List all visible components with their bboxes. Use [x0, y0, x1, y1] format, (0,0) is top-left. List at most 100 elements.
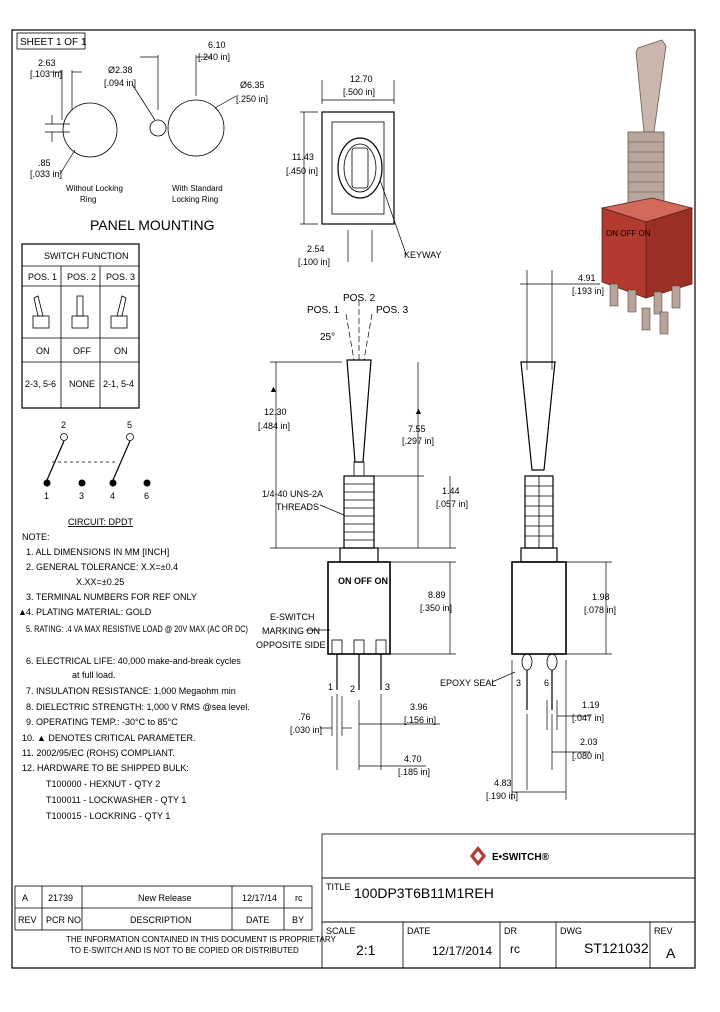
keyway-mm: 2.54	[307, 244, 325, 254]
panel-hole-left	[62, 102, 118, 158]
body-h-mm: 8.89	[428, 590, 446, 600]
top-w-in: [.500 in]	[343, 87, 375, 97]
rev-header-desc: DESCRIPTION	[130, 915, 192, 925]
sheet-label-box	[16, 32, 86, 50]
h2-marker: ▲	[414, 406, 423, 416]
dim-d-in: [.250 in]	[236, 94, 268, 104]
note-12: 12. HARDWARE TO BE SHIPPED BULK:	[22, 763, 189, 773]
note-1: 1. ALL DIMENSIONS IN MM [INCH]	[26, 547, 169, 557]
logo-text: E•SWITCH®	[492, 852, 550, 863]
rev-row-rev: A	[22, 893, 28, 903]
s1-mm: 1.98	[592, 592, 610, 602]
note-7: 7. INSULATION RESISTANCE: 1,000 Megaohm …	[26, 686, 236, 696]
dim-e-mm: .85	[38, 158, 51, 168]
pos3-label: POS. 3	[376, 305, 409, 316]
pos1-label: POS. 1	[307, 305, 340, 316]
note-9: 9. OPERATING TEMP.: -30°C to 85°C	[26, 717, 178, 727]
front-view: POS. 1 POS. 2 POS. 3 25° ON OFF ON 1 2 3…	[256, 293, 468, 777]
note-5: 5. RATING: .4 VA MAX RESISTIVE LOAD @ 20…	[26, 624, 248, 634]
top-w-mm: 12.70	[350, 74, 373, 84]
revision-table: A 21739 New Release 12/17/14 rc REV PCR …	[14, 885, 336, 955]
pin-label-5: 5	[127, 420, 132, 430]
dr-value: rc	[510, 942, 520, 956]
dim-c-mm: 6.10	[208, 40, 226, 50]
date-value: 12/17/2014	[432, 944, 492, 958]
state-pos1: ON	[36, 346, 50, 356]
h3-in: [.057 in]	[436, 499, 468, 509]
d2-mm: 3.96	[410, 702, 428, 712]
angle-label: 25°	[320, 332, 335, 343]
conn-pos3: 2-1, 5-4	[103, 379, 134, 389]
s4-in: [.190 in]	[486, 791, 518, 801]
panel-hole-small	[149, 119, 167, 137]
dim-a-in: [.103 in]	[30, 69, 62, 79]
s2-mm: 1.19	[582, 700, 600, 710]
dim-a-mm: 2.63	[38, 58, 56, 68]
dr-label: DR	[504, 926, 517, 936]
toggle-pos3-icon	[110, 295, 128, 329]
dim-b-mm: Ø2.38	[108, 65, 133, 75]
h1-marker: ▲	[269, 384, 278, 394]
panel-mounting-title: PANEL MOUNTING	[90, 217, 214, 233]
front-pin-2: 2	[350, 684, 355, 694]
iso-view: ON OFF ON	[600, 39, 694, 335]
front-pin-1: 1	[328, 682, 333, 692]
title-block: E•SWITCH® TITLE 100DP3T6B11M1REH SCALE 2…	[321, 833, 696, 969]
disclaimer-1: THE INFORMATION CONTAINED IN THIS DOCUME…	[66, 935, 336, 944]
note-left-2: Ring	[80, 195, 96, 204]
dim-c-in: [.240 in]	[198, 52, 230, 62]
rev-row-date: 12/17/14	[242, 893, 277, 903]
note-2: 2. GENERAL TOLERANCE: X.X=±0.4	[26, 562, 178, 572]
body-h-in: [.350 in]	[420, 603, 452, 613]
pos3-header: POS. 3	[106, 272, 135, 282]
note-left-1: Without Locking	[66, 184, 123, 193]
rev-header-rev: REV	[18, 915, 37, 925]
dim-e-in: [.033 in]	[30, 169, 62, 179]
rev-header-by: BY	[292, 915, 304, 925]
note-12-hexnut: T100000 - HEXNUT - QTY 2	[46, 779, 160, 789]
note-4: 4. PLATING MATERIAL: GOLD	[26, 607, 152, 617]
eswitch-logo: E•SWITCH®	[470, 846, 550, 866]
note-right-1: With Standard	[172, 184, 223, 193]
note-8: 8. DIELECTRIC STRENGTH: 1,000 V RMS @sea…	[26, 702, 250, 712]
note-11: 11. 2002/95/EC (ROHS) COMPLIANT.	[22, 748, 175, 758]
circuit-label: CIRCUIT: DPDT	[68, 517, 134, 527]
s2-in: [.047 in]	[572, 713, 604, 723]
rev-row-by: rc	[295, 893, 303, 903]
s3-mm: 2.03	[580, 737, 598, 747]
rev-header-date: DATE	[246, 915, 269, 925]
front-body-text: ON OFF ON	[338, 576, 388, 586]
rev-value: A	[666, 945, 676, 961]
s4-mm: 4.83	[494, 778, 512, 788]
dwg-label: DWG	[560, 926, 582, 936]
h1-mm: 12.30	[264, 407, 287, 417]
thread-label-1: 1/4-40 UNS-2A	[262, 489, 323, 499]
toggle-pos2-icon	[71, 295, 89, 329]
note-12-lockring: T100015 - LOCKRING - QTY 1	[46, 811, 170, 821]
side-pin-6: 6	[544, 678, 549, 688]
iso-mm: 4.91	[578, 273, 596, 283]
s3-in: [.080 in]	[572, 751, 604, 761]
dim-d-mm: Ø6.35	[240, 80, 265, 90]
scale-label: SCALE	[326, 926, 356, 936]
switch-function-title: SWITCH FUNCTION	[44, 251, 129, 261]
marking-1: E-SWITCH	[270, 612, 315, 622]
pin-label-6: 6	[144, 491, 149, 501]
note-right-2: Locking Ring	[172, 195, 218, 204]
rev-label: REV	[654, 926, 673, 936]
scale-value: 2:1	[356, 942, 376, 958]
note-6: 6. ELECTRICAL LIFE: 40,000 make-and-brea…	[26, 656, 241, 666]
rev-row-pcr: 21739	[48, 893, 73, 903]
date-label: DATE	[407, 926, 430, 936]
keyway-label: KEYWAY	[404, 250, 442, 260]
note-10: 10. ▲ DENOTES CRITICAL PARAMETER.	[22, 733, 195, 743]
note-2b: X.XX=±0.25	[76, 577, 124, 587]
s1-in: [.078 in]	[584, 605, 616, 615]
state-pos2: OFF	[73, 346, 91, 356]
circuit-diagram: 2 5 1 3 4 6 CIRCUIT: DPDT	[43, 420, 151, 527]
switch-function-table: SWITCH FUNCTION POS. 1 POS. 2 POS. 3 ON …	[21, 243, 140, 409]
marking-3: OPPOSITE SIDE	[256, 640, 326, 650]
d1-in: [.030 in]	[290, 725, 322, 735]
note-12-lockwasher: T100011 - LOCKWASHER - QTY 1	[46, 795, 186, 805]
